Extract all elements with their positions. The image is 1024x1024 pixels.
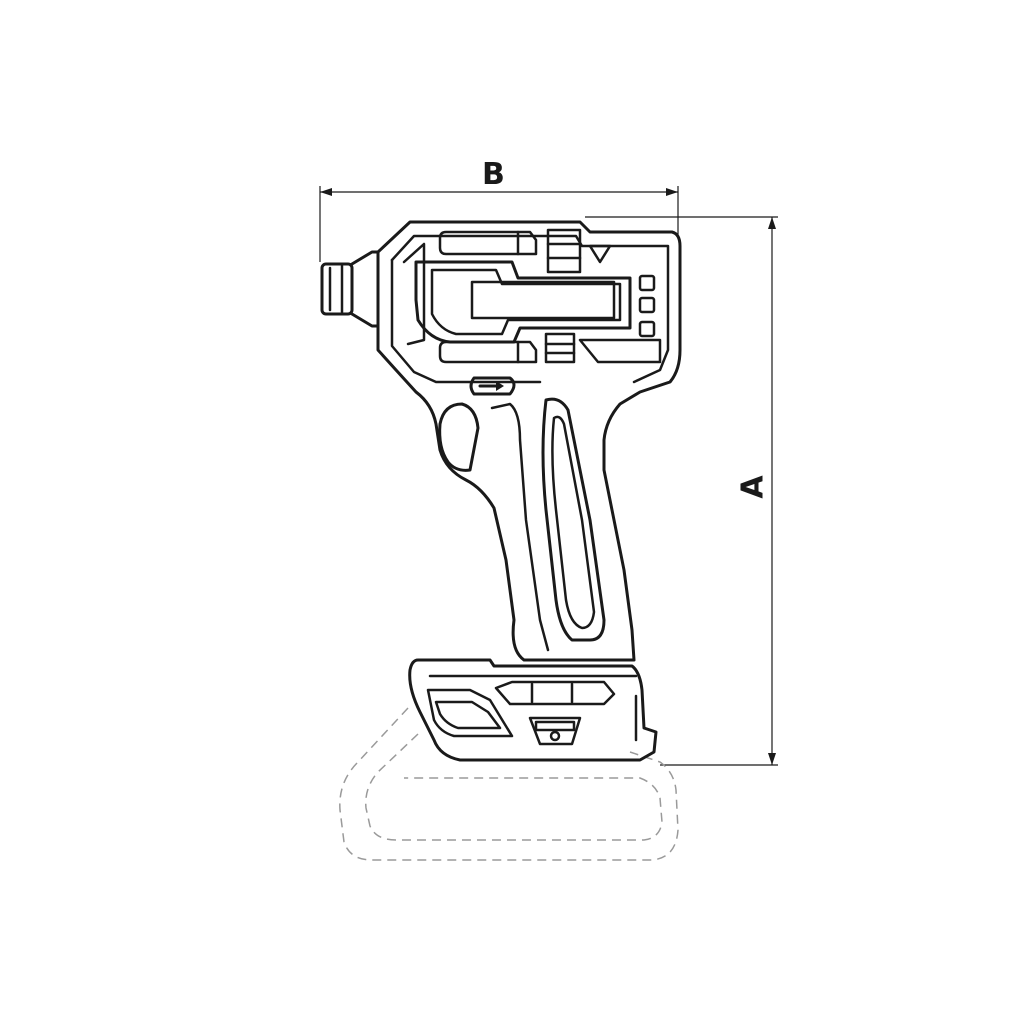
- trigger: [438, 402, 480, 472]
- direction-switch: [469, 376, 516, 396]
- chuck: [320, 250, 380, 328]
- dimension-b-line: [319, 186, 679, 262]
- lower-vent-slots: [438, 332, 662, 364]
- dimension-a-line: [585, 216, 778, 766]
- status-buttons: [638, 274, 656, 338]
- center-panel: [414, 244, 632, 344]
- handle-grip: [490, 397, 606, 652]
- battery-dashed-outline: [339, 707, 679, 861]
- battery-base: [408, 658, 658, 762]
- dimension-label-b: B: [482, 157, 505, 192]
- head-housing: [376, 220, 682, 662]
- upper-vent-slots: [438, 228, 582, 274]
- dimension-label-a: A: [735, 475, 771, 499]
